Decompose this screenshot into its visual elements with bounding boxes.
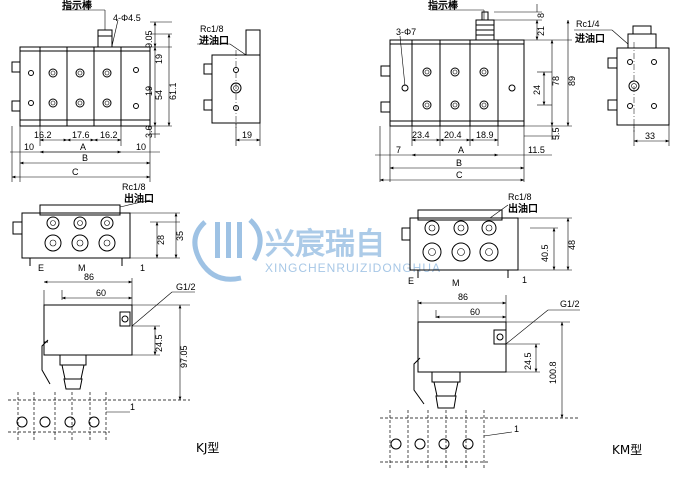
kj-label-E: E — [38, 263, 44, 273]
km-side-view — [574, 25, 670, 146]
km-dim-side-33: 33 — [645, 131, 655, 141]
kj-holes-label: 4-Φ4.5 — [113, 13, 141, 23]
km-label-1-a: 1 — [522, 275, 527, 285]
kj-dim-side-19: 19 — [242, 130, 252, 140]
watermark-name-en: XINGCHENRUIZIDONGHUA — [265, 261, 441, 275]
kj-inlet-thread: Rc1/8 — [200, 24, 224, 34]
kj-outlet-thread: Rc1/8 — [122, 182, 146, 192]
kj-dim-19-mid: 19 — [144, 86, 154, 96]
kj-outlet-label: 出油口 — [124, 192, 154, 205]
kj-front-view — [10, 9, 172, 182]
kj-front-labels: 指示棒 4-Φ4.5 9.05 54 61.1 19 19 3.6 16.2 1… — [24, 0, 178, 177]
km-dim-48: 48 — [567, 240, 577, 250]
km-dim-24-5: 24.5 — [523, 352, 533, 370]
km-dim-B: B — [456, 158, 462, 168]
km-dim-A: A — [458, 145, 464, 155]
km-model-label: KM型 — [612, 443, 642, 457]
kj-g-thread: G1/2 — [176, 282, 196, 292]
km-side-labels: Rc1/4 进油口 33 — [575, 19, 655, 141]
km-mount-view — [380, 295, 580, 470]
watermark: 兴宸瑞自 XINGCHENRUIZIDONGHUA — [192, 218, 441, 282]
kj-dim-B: B — [82, 153, 88, 163]
km-dim-5-5: 5.5 — [551, 127, 561, 140]
km-dim-21: 21 — [536, 26, 546, 36]
kj-dim-3-6: 3.6 — [144, 125, 154, 138]
km-rail — [380, 410, 580, 470]
km-g-thread: G1/2 — [560, 299, 580, 309]
kj-indicator-label: 指示棒 — [62, 0, 93, 12]
km-dim-100-8: 100.8 — [548, 361, 558, 384]
kj-dim-61-1: 61.1 — [168, 82, 178, 100]
km-outlet-thread: Rc1/8 — [508, 192, 532, 202]
km-mount-labels: 86 60 G1/2 24.5 100.8 1 KM型 — [458, 292, 642, 457]
km-dim-89: 89 — [567, 76, 577, 86]
km-dim-18-9: 18.9 — [476, 130, 494, 140]
km-label-M: M — [452, 278, 460, 288]
km-inlet-label: 进油口 — [575, 32, 605, 45]
kj-mount-view — [8, 278, 195, 440]
kj-dim-C: C — [72, 167, 79, 177]
km-dim-86: 86 — [458, 292, 468, 302]
km-label-E: E — [408, 276, 414, 286]
km-bottom-labels: Rc1/8 出油口 40.5 48 E M 1 — [408, 192, 577, 288]
watermark-name-cn: 兴宸瑞自 — [265, 227, 385, 262]
km-dim-24: 24 — [532, 85, 542, 95]
km-front-labels: 指示棒 3-Φ7 8 21 78 89 24 5.5 23.4 20.4 18.… — [396, 0, 577, 180]
km-dim-60: 60 — [470, 307, 480, 317]
km-dim-40-5: 40.5 — [540, 244, 550, 262]
km-dim-C: C — [456, 170, 463, 180]
kj-dim-10-left: 10 — [24, 142, 34, 152]
km-dim-8: 8 — [536, 13, 546, 18]
kj-dim-A: A — [80, 142, 86, 152]
km-dim-78: 78 — [551, 76, 561, 86]
km-inlet-thread: Rc1/4 — [576, 19, 600, 29]
km-dim-11-5: 11.5 — [528, 145, 545, 155]
kj-label-1-a: 1 — [140, 263, 145, 273]
kj-dim-97-05: 97.05 — [179, 345, 189, 368]
km-dim-23-4: 23.4 — [412, 130, 430, 140]
kj-side-labels: Rc1/8 进油口 19 — [199, 24, 252, 140]
kj-dim-35: 35 — [175, 231, 185, 241]
kj-mount-labels: 86 60 G1/2 24.5 97.05 1 KJ型 — [84, 272, 219, 455]
watermark-logo-icon — [192, 218, 263, 282]
kj-bottom-labels: Rc1/8 出油口 28 35 E M 1 — [38, 182, 185, 273]
kj-dim-86: 86 — [84, 272, 94, 282]
km-dim-20-4: 20.4 — [444, 130, 462, 140]
km-dim-7: 7 — [396, 145, 401, 155]
kj-side-view — [197, 29, 261, 146]
km-holes-label: 3-Φ7 — [396, 27, 416, 37]
kj-dim-54: 54 — [154, 90, 164, 100]
kj-dim-16-2-a: 16.2 — [34, 130, 52, 140]
kj-bottom-view — [12, 199, 180, 266]
kj-dim-28: 28 — [156, 235, 166, 245]
kj-dim-19-top: 19 — [154, 54, 164, 64]
kj-inlet-label: 进油口 — [199, 34, 229, 47]
kj-label-1-b: 1 — [130, 402, 135, 412]
kj-dim-60: 60 — [96, 288, 106, 298]
kj-rail — [8, 392, 190, 440]
kj-dim-9-05: 9.05 — [144, 30, 154, 48]
kj-dim-10-right: 10 — [136, 142, 146, 152]
kj-label-M: M — [78, 263, 86, 273]
km-front-view — [375, 4, 572, 182]
km-label-1-b: 1 — [514, 424, 519, 434]
kj-model-label: KJ型 — [196, 441, 219, 455]
kj-dim-17-6: 17.6 — [72, 130, 90, 140]
km-outlet-label: 出油口 — [508, 202, 538, 215]
km-bottom-view — [401, 204, 572, 278]
kj-dim-16-2-b: 16.2 — [100, 130, 118, 140]
kj-dim-24-5: 24.5 — [154, 334, 164, 352]
km-indicator-label: 指示棒 — [428, 0, 459, 12]
